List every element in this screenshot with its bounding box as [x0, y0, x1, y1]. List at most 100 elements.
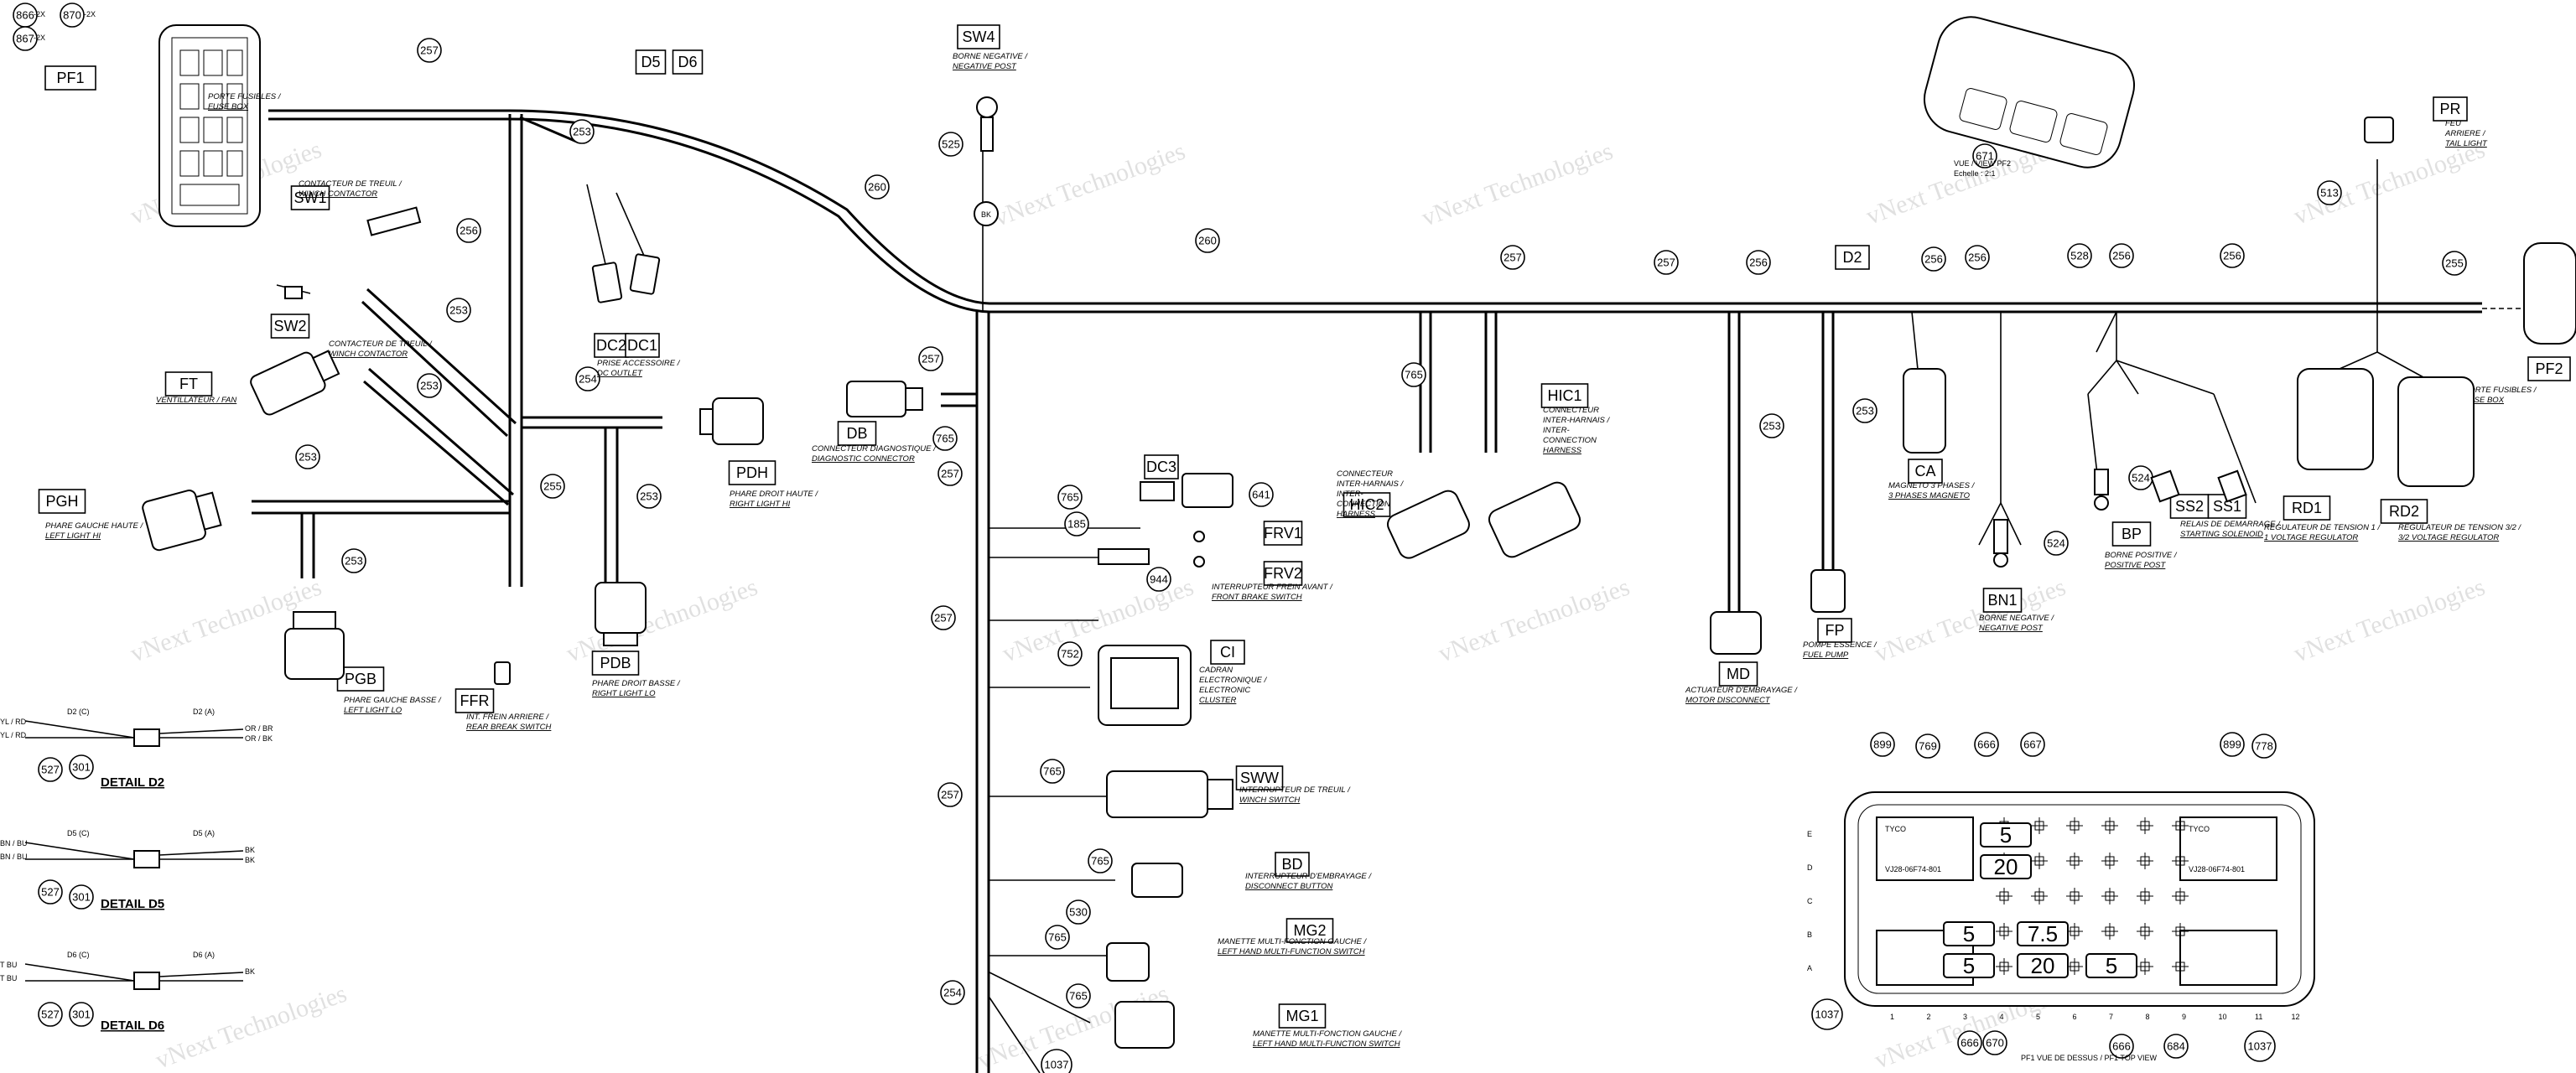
fuse-row-label: C — [1807, 897, 1813, 905]
connector-description: 3 PHASES MAGNETO — [1888, 491, 1971, 500]
connector-code-label: CA — [1914, 463, 1935, 479]
fuse-f5a: 5 — [1980, 822, 2032, 848]
connector-code-label: FRV2 — [1264, 565, 1302, 582]
wire-color-right: OR / BK — [245, 734, 273, 743]
connector-description: PORTE FUSIBLES / — [208, 92, 282, 101]
fuse-row-label: D — [1807, 863, 1813, 872]
connector-description: CONTACTEUR DE TREUIL / — [299, 179, 402, 189]
connector-description: REGULATEUR DE TENSION 1 / — [2264, 523, 2381, 532]
ca-connector — [1903, 368, 1946, 454]
bubble-number: 899 — [2223, 739, 2241, 751]
connector-code-label: MD — [1727, 666, 1750, 682]
connector-description: LEFT LIGHT LO — [344, 706, 402, 715]
callout-bubble: 944 — [1146, 567, 1171, 592]
bubble-number: 255 — [543, 480, 562, 493]
bk-marker: BK — [974, 201, 999, 226]
bubble-number: 867 — [16, 33, 34, 45]
connector-code-hic2: HIC2 — [1343, 492, 1391, 517]
wire-color-left: T BU — [0, 961, 17, 969]
bubble-number: 253 — [1856, 405, 1874, 417]
wire-color-left: BN / BU — [0, 853, 28, 861]
connector-code-label: SW1 — [293, 189, 326, 206]
fuse-slot — [2101, 817, 2118, 834]
connector-code-label: FP — [1825, 622, 1844, 639]
connector-description: INT. FREIN ARRIERE / — [466, 713, 549, 722]
pf2-view-drawing: VUE / VIEW PF2 Echelle : 2:1 — [1923, 16, 2136, 178]
bubble-number: 524 — [2047, 537, 2065, 550]
connector-code-ffr: FFR — [454, 688, 495, 713]
fuse-f5d: 5 — [2085, 953, 2137, 978]
bubble-number: 256 — [2223, 250, 2241, 262]
connector-code-label: SW4 — [962, 29, 995, 45]
connector-code-label: SW2 — [273, 318, 306, 334]
connector-code-label: FT — [179, 376, 198, 392]
wire-color-right: BK — [245, 856, 255, 864]
connector-description: WINCH CONTACTOR — [329, 350, 408, 359]
fuse-slot — [2031, 888, 2048, 905]
connector-description: TAIL LIGHT — [2445, 139, 2488, 148]
connector-code-label: BP — [2122, 526, 2142, 542]
fuse-row-label: B — [1807, 930, 1812, 939]
connector-description: REGULATEUR DE TENSION 3/2 / — [2398, 523, 2521, 532]
fuse-rating: 20 — [2031, 953, 2055, 978]
connector-code-label: MG2 — [1293, 922, 1326, 939]
connector-code-label: RD2 — [2389, 503, 2419, 520]
wire-color-left: BN / BU — [0, 839, 28, 848]
callout-bubble: 253 — [341, 548, 366, 573]
bubble-number: 254 — [579, 373, 597, 386]
callout-bubble: 257 — [918, 346, 943, 371]
callout-bubble: 255 — [540, 474, 565, 499]
callout-bubble: 257 — [1654, 250, 1679, 275]
callout-bubble: 253 — [636, 484, 662, 509]
connector-description: 3/2 VOLTAGE REGULATOR — [2398, 533, 2499, 542]
connector-description: POMPE ESSENCE / — [1803, 640, 1877, 650]
pr-connector — [2364, 117, 2394, 143]
sw1-connector — [366, 206, 422, 236]
fuse-slot — [2172, 958, 2189, 975]
frv-connectors — [1098, 531, 1205, 568]
ci-connector — [1098, 645, 1192, 726]
callout-bubble: 667 — [2020, 732, 2045, 757]
connector-description: WINCH SWITCH — [1239, 796, 1300, 805]
connector-code-label: FRV1 — [1264, 525, 1302, 542]
connector-code-label: D5 — [641, 54, 660, 70]
callout-bubble: 666 — [1957, 1030, 1982, 1055]
connector-description: MANETTE MULTI-FONCTION GAUCHE / — [1218, 937, 1368, 946]
wire-color-right: OR / BR — [245, 724, 273, 733]
callout-bubble: 257 — [417, 38, 442, 63]
mg2-connector — [1106, 942, 1150, 982]
fuse-slot — [1996, 958, 2012, 975]
connector-code-label: D2 — [1842, 249, 1862, 266]
connector-description: CONNECTEUR — [1337, 469, 1393, 479]
bubble-number: 765 — [1048, 931, 1067, 944]
fuse-slot — [2137, 853, 2153, 869]
connector-code-label: SWW — [1240, 770, 1279, 786]
fp-connector — [1810, 569, 1846, 613]
fuse-col-label: 9 — [2182, 1013, 2186, 1021]
bubble-number: 253 — [573, 126, 591, 138]
bubble-number: 301 — [72, 761, 91, 774]
detail-left-label: D2 (C) — [67, 708, 90, 716]
fuse-slot — [2172, 888, 2189, 905]
bubble-number: 301 — [72, 891, 91, 904]
bubble-number: 666 — [2112, 1040, 2131, 1053]
sw4-terminal — [976, 96, 998, 152]
connector-code-label: PF2 — [2535, 360, 2563, 377]
detail-right-label: D2 (A) — [193, 708, 215, 716]
bubble-number: 260 — [1198, 235, 1217, 247]
connector-description: CONNECTION — [1543, 436, 1597, 445]
callout-bubble: 765 — [932, 426, 958, 451]
part-number-right: VJ28-06F74-801 — [2189, 865, 2245, 873]
bubble-number: 527 — [41, 886, 60, 899]
part-number-left: VJ28-06F74-801 — [1885, 865, 1941, 873]
connector-code-label: DC3 — [1146, 459, 1176, 475]
bubble-number: 944 — [1150, 573, 1168, 586]
bubble-number: 253 — [640, 490, 658, 503]
connector-code-ci: CI — [1210, 640, 1245, 665]
connector-code-ca: CA — [1908, 459, 1943, 484]
fuse-slot — [2101, 853, 2118, 869]
callout-bubble: 256 — [1921, 246, 1946, 272]
